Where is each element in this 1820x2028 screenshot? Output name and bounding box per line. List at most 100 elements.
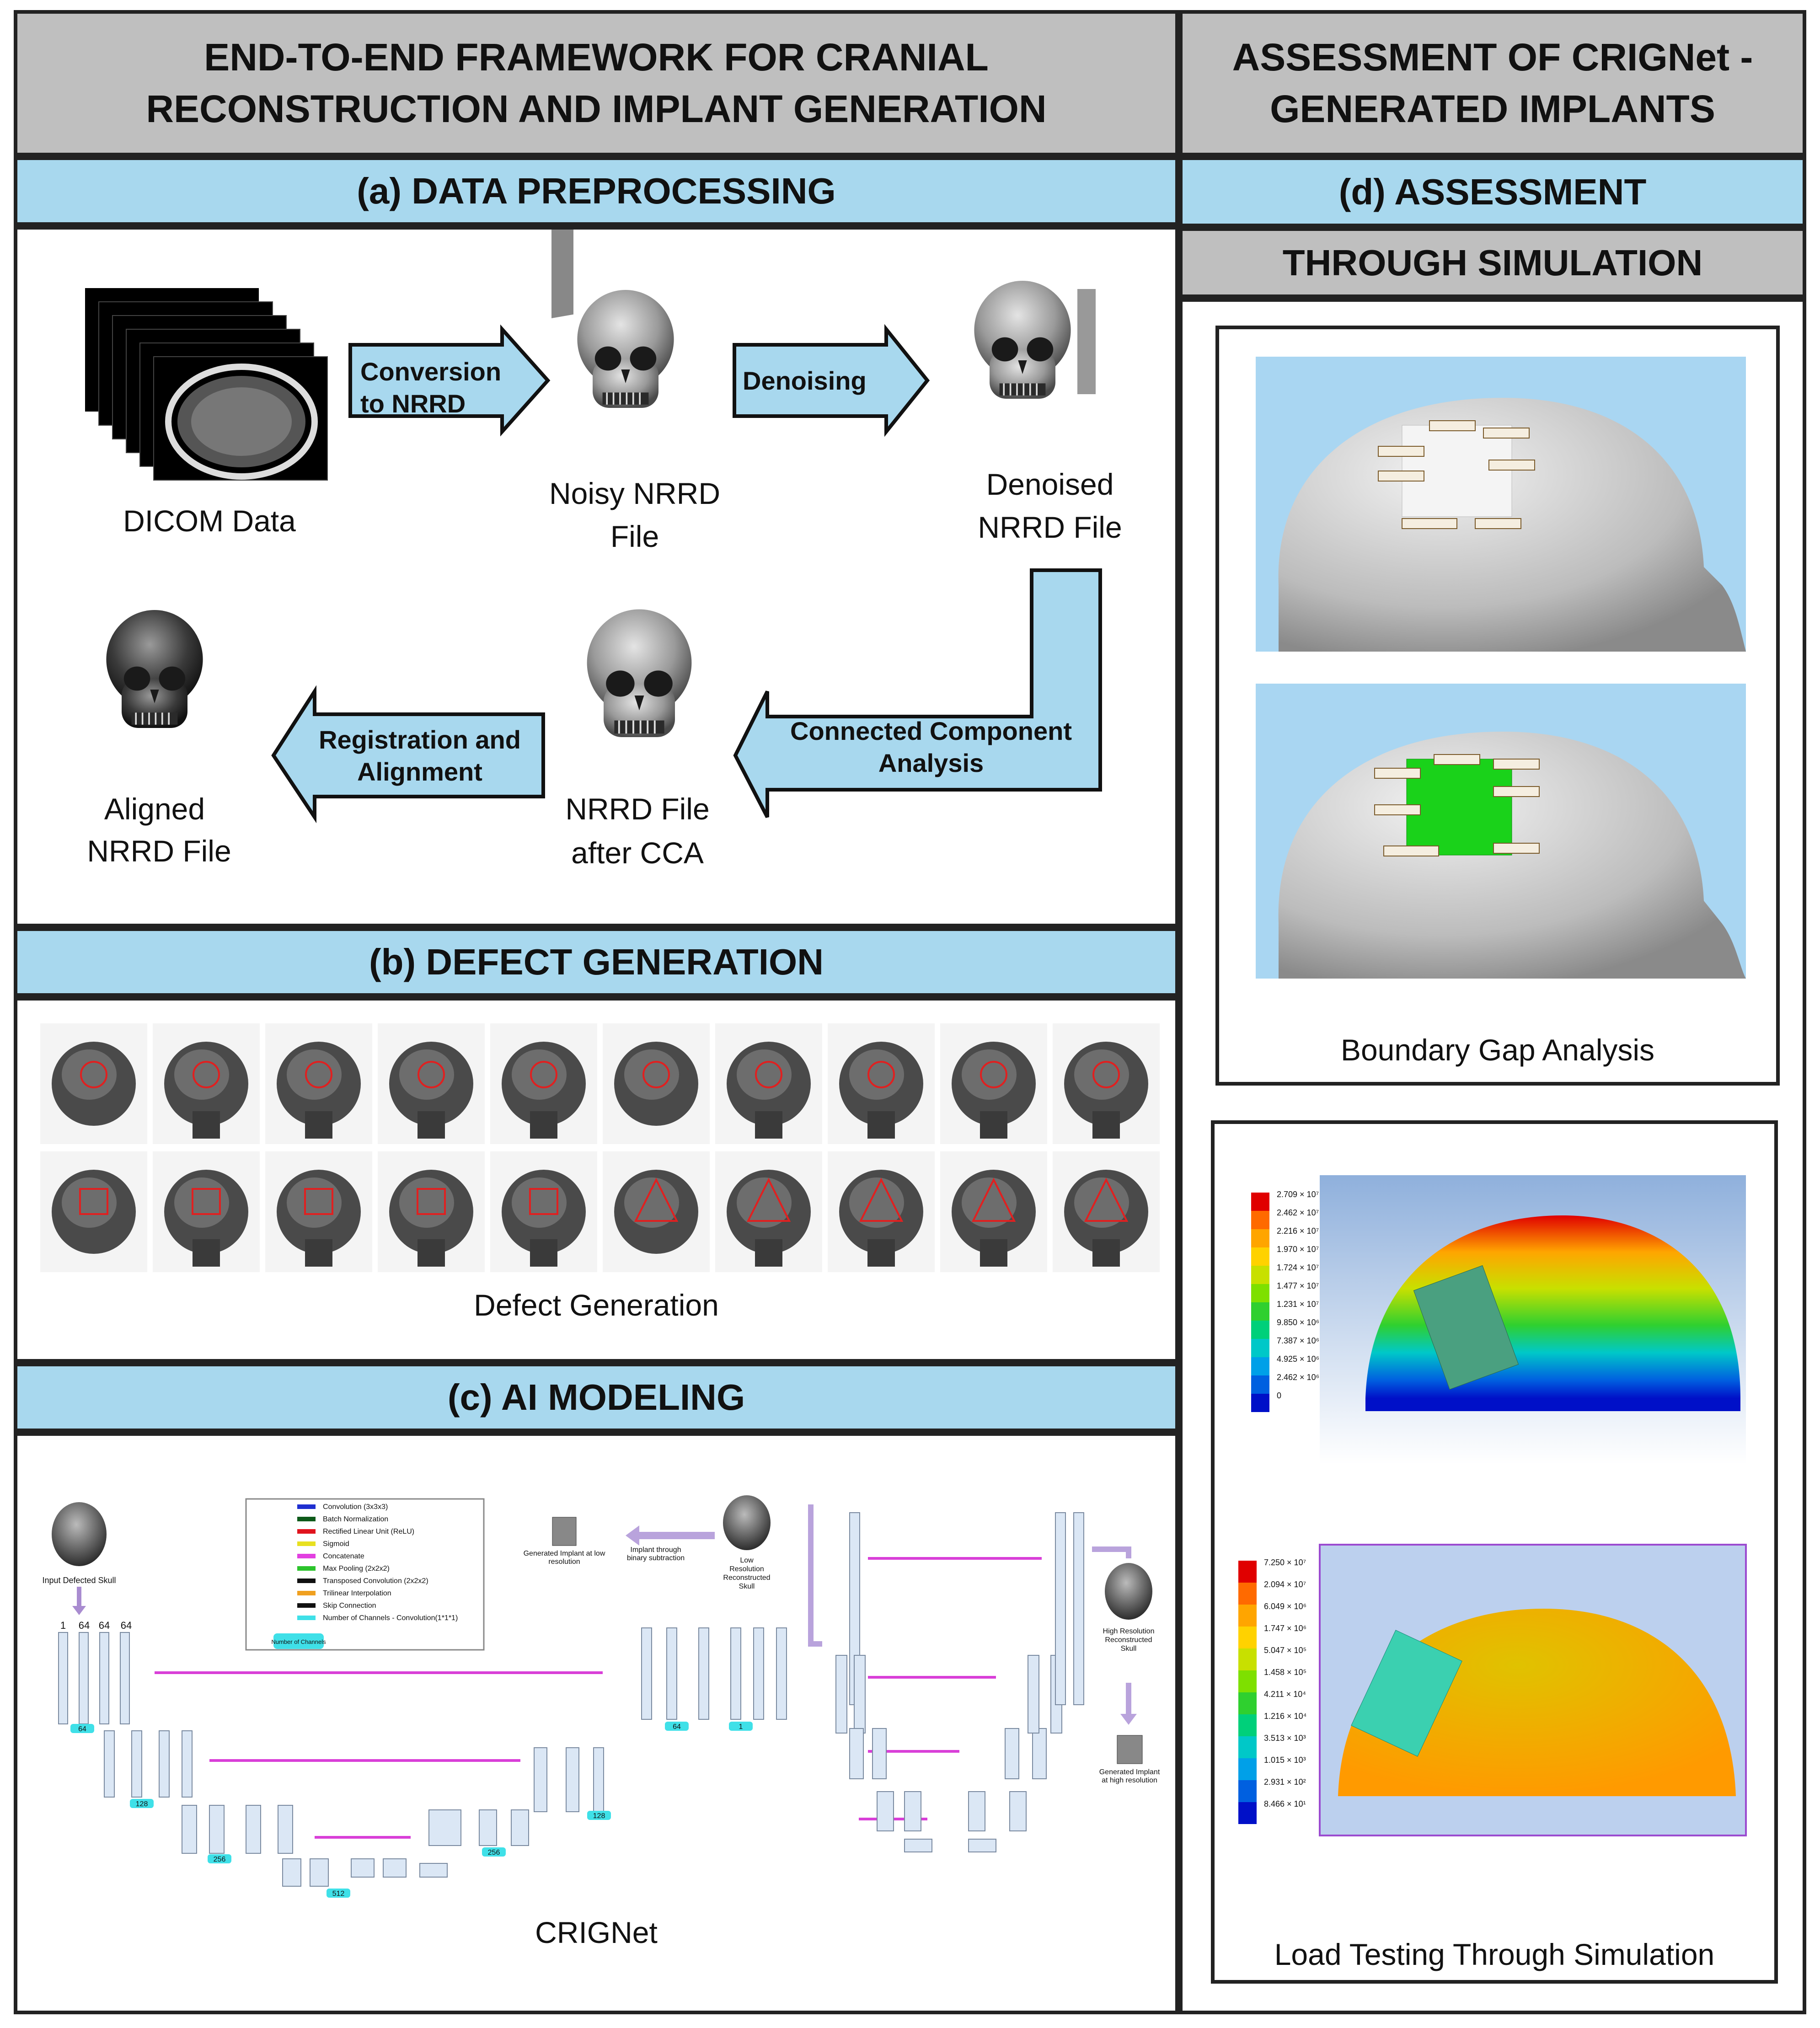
svg-text:1.747 × 10⁶: 1.747 × 10⁶ [1264, 1624, 1306, 1633]
defect-thumbnail [1053, 1151, 1160, 1272]
section-b-panel: Defect Generation [14, 997, 1179, 1363]
svg-text:Skull: Skull [739, 1583, 755, 1590]
defect-thumbnail [265, 1023, 372, 1144]
svg-text:Analysis: Analysis [878, 749, 984, 777]
defect-caption: Defect Generation [474, 1288, 719, 1322]
aligned-caption-1: Aligned [104, 792, 205, 826]
defect-thumbnail [1053, 1023, 1160, 1144]
svg-text:Alignment: Alignment [357, 757, 482, 786]
svg-text:binary subtraction: binary subtraction [627, 1554, 685, 1562]
svg-text:2.094 × 10⁷: 2.094 × 10⁷ [1264, 1580, 1306, 1589]
encoder-level-1-labels: 1 64 64 64 [60, 1620, 132, 1631]
defect-thumbnail [603, 1151, 710, 1272]
stress-legend-item: 1.724 × 10⁷ [1251, 1263, 1319, 1284]
section-d-title: (d) ASSESSMENT [1338, 171, 1647, 212]
stress-legend-item: 1.458 × 10⁵ [1238, 1668, 1306, 1692]
svg-text:128: 128 [593, 1812, 605, 1820]
svg-text:Sigmoid: Sigmoid [323, 1540, 349, 1548]
noisy-skull [551, 230, 675, 409]
defect-thumbnail [265, 1151, 372, 1272]
crignet-diagram: Input Defected Skull Convolution (3x3x3)… [42, 1495, 1160, 1898]
crignet-caption: CRIGNet [535, 1916, 658, 1949]
stress-legend-item: 2.216 × 10⁷ [1251, 1226, 1319, 1247]
svg-text:Number of Channels - Convoluti: Number of Channels - Convolution(1*1*1) [323, 1614, 458, 1622]
stress-legend-item: 2.094 × 10⁷ [1238, 1580, 1306, 1605]
svg-text:5.047 × 10⁵: 5.047 × 10⁵ [1264, 1646, 1306, 1655]
bottleneck [282, 1858, 448, 1887]
cca-skull [586, 608, 693, 738]
aligned-caption-2: NRRD File [87, 834, 231, 868]
section-a-panel: DICOM Data Conversion to NRRD Noisy NRRD… [14, 226, 1179, 927]
svg-text:64: 64 [79, 1620, 90, 1631]
svg-text:9.850 × 10⁶: 9.850 × 10⁶ [1277, 1318, 1319, 1327]
svg-text:256: 256 [214, 1856, 226, 1863]
load-caption: Load Testing Through Simulation [1274, 1937, 1715, 1971]
svg-text:1.216 × 10⁴: 1.216 × 10⁴ [1264, 1712, 1306, 1721]
svg-text:1: 1 [739, 1723, 743, 1731]
defect-thumbnail [40, 1023, 147, 1144]
defect-thumbnail [378, 1023, 485, 1144]
svg-text:at high resolution: at high resolution [1102, 1777, 1157, 1784]
channel-chip: 256 [208, 1854, 231, 1863]
denoised-caption-1: Denoised [986, 467, 1114, 501]
defect-thumbnail [490, 1023, 597, 1144]
cca-caption-2: after CCA [571, 836, 704, 870]
legend-item: Batch Normalization [297, 1515, 388, 1523]
legend-item: Transposed Convolution (2x2x2) [297, 1577, 428, 1585]
svg-text:64: 64 [673, 1723, 681, 1731]
channel-chip: 64 [665, 1722, 689, 1731]
input-skull: Input Defected Skull [42, 1502, 116, 1615]
right-header-title: ASSESSMENT OF CRIGNet - GENERATED IMPLAN… [1232, 35, 1753, 130]
svg-text:Max Pooling (2x2x2): Max Pooling (2x2x2) [323, 1565, 390, 1573]
svg-text:Number of Channels: Number of Channels [271, 1638, 326, 1645]
stress-legend-item: 2.462 × 10⁷ [1251, 1208, 1319, 1229]
svg-text:Connected Component: Connected Component [790, 717, 1072, 745]
legend-item: Trilinear Interpolation [297, 1589, 391, 1597]
svg-text:Registration and: Registration and [319, 725, 521, 754]
section-c-panel: Input Defected Skull Convolution (3x3x3)… [14, 1432, 1179, 2014]
svg-text:Convolution (3x3x3): Convolution (3x3x3) [323, 1503, 388, 1511]
defect-thumbnail [940, 1151, 1047, 1272]
legend-item: Max Pooling (2x2x2) [297, 1565, 390, 1573]
svg-text:1.015 × 10³: 1.015 × 10³ [1264, 1755, 1306, 1765]
svg-text:1.477 × 10⁷: 1.477 × 10⁷ [1277, 1281, 1319, 1290]
svg-text:High Resolution: High Resolution [1103, 1627, 1155, 1635]
encoder-level-2 [104, 1730, 193, 1798]
svg-text:7.387 × 10⁶: 7.387 × 10⁶ [1277, 1336, 1319, 1345]
svg-text:Concatenate: Concatenate [323, 1552, 364, 1560]
stress-legend-item: 1.231 × 10⁷ [1251, 1300, 1319, 1321]
stress-legend-item: 0 [1251, 1391, 1281, 1412]
svg-text:4.925 × 10⁶: 4.925 × 10⁶ [1277, 1354, 1319, 1364]
dicom-slices [85, 288, 328, 481]
channel-chip: 512 [327, 1889, 350, 1898]
svg-text:Low: Low [740, 1557, 754, 1564]
noisy-caption-2: File [610, 519, 659, 553]
svg-text:1: 1 [60, 1620, 66, 1631]
svg-text:64: 64 [99, 1620, 110, 1631]
defect-thumbnail [603, 1023, 710, 1144]
aligned-skull [106, 610, 203, 728]
section-d-subtitle: THROUGH SIMULATION [1282, 242, 1703, 283]
defect-thumbnail [153, 1151, 260, 1272]
stress-legend-item: 1.015 × 10³ [1238, 1755, 1306, 1780]
section-c-header: (c) AI MODELING [14, 1363, 1179, 1432]
high-res-skull: High Resolution Reconstructed Skull Gene… [1092, 1546, 1160, 1784]
channel-chip: 128 [587, 1811, 611, 1820]
defect-thumbnail [940, 1023, 1047, 1144]
stress-legend-item: 8.466 × 10¹ [1238, 1799, 1306, 1824]
gap-markers-2 [1374, 754, 1540, 856]
stress-legend-item: 1.970 × 10⁷ [1251, 1245, 1319, 1266]
channel-chip: 256 [482, 1847, 506, 1857]
stress-legend-item: 5.047 × 10⁵ [1238, 1646, 1306, 1670]
section-b-header: (b) DEFECT GENERATION [14, 927, 1179, 997]
svg-text:Resolution: Resolution [729, 1565, 764, 1573]
svg-text:Skull: Skull [1121, 1645, 1137, 1653]
defect-grid [40, 1023, 1160, 1272]
svg-text:2.462 × 10⁶: 2.462 × 10⁶ [1277, 1373, 1319, 1382]
svg-text:Implant through: Implant through [630, 1546, 681, 1554]
defect-thumbnail [378, 1151, 485, 1272]
